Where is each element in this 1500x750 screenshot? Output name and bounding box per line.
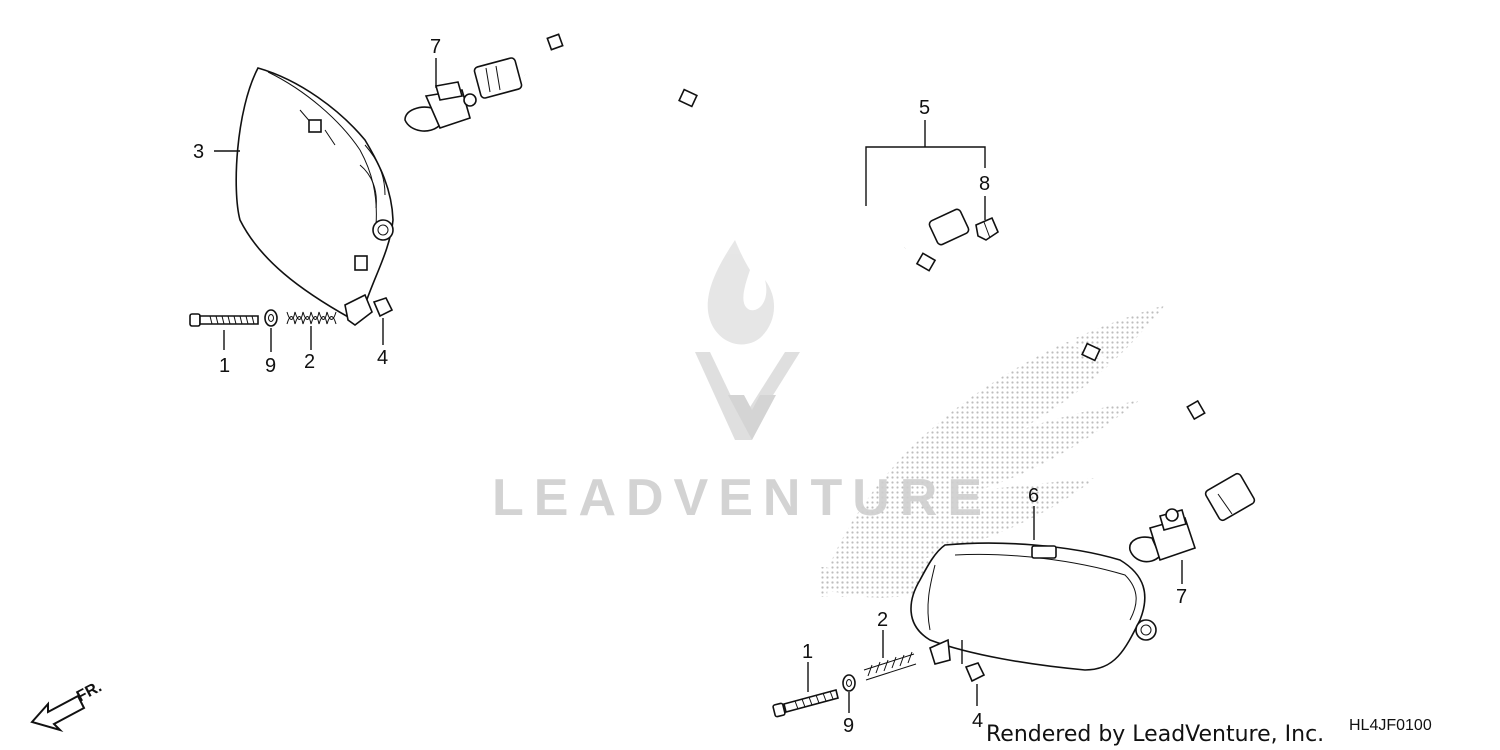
callout-6-headlight-right: 6: [1028, 485, 1039, 507]
diagram-code: HL4JF0100: [1349, 717, 1432, 734]
adjust-bolt-right: [772, 689, 839, 718]
washer-left: [264, 309, 278, 327]
leader-lines: [214, 58, 1183, 713]
bulb-right: [1129, 508, 1197, 563]
callout-4-nut-right: 4: [972, 710, 983, 732]
front-direction-arrow-icon: FR.: [30, 678, 105, 733]
callout-2-spring-left: 2: [304, 351, 315, 373]
callout-5-harness: 5: [919, 97, 930, 119]
callout-labels: 7 3 1 9 2 4 5 8 6 7 2 1 9 4: [193, 36, 1187, 737]
callout-1-bolt-right: 1: [802, 641, 813, 663]
render-credit: Rendered by LeadVenture, Inc.: [986, 722, 1324, 747]
callout-9-washer-right: 9: [843, 715, 854, 737]
callout-9-washer-left: 9: [265, 355, 276, 377]
watermark-text: LEADVENTURE: [492, 469, 992, 527]
adjust-bolt-left: [189, 313, 259, 327]
wire-harness: [473, 17, 1256, 522]
leadventure-watermark: LEADVENTURE: [492, 240, 992, 527]
spring-left: [286, 311, 337, 325]
harness-connector: [473, 57, 523, 99]
callout-1-bolt-left: 1: [219, 355, 230, 377]
clip-part-8: [975, 216, 999, 241]
washer-right: [842, 674, 856, 692]
callout-7-bulb-right: 7: [1176, 586, 1187, 608]
bulb-left: [404, 81, 477, 132]
callout-3-headlight-left: 3: [193, 141, 204, 163]
harness-connector: [928, 208, 970, 246]
spring-right: [863, 651, 917, 681]
nut-right: [964, 662, 986, 683]
headlight-left: [235, 67, 394, 326]
nut-left: [372, 297, 394, 318]
callout-4-nut-left: 4: [377, 347, 388, 369]
harness-connector: [1204, 472, 1256, 522]
callout-8-clip: 8: [979, 173, 990, 195]
callout-2-spring-right: 2: [877, 609, 888, 631]
callout-7-bulb-left: 7: [430, 36, 441, 58]
headlight-right: [910, 542, 1157, 671]
